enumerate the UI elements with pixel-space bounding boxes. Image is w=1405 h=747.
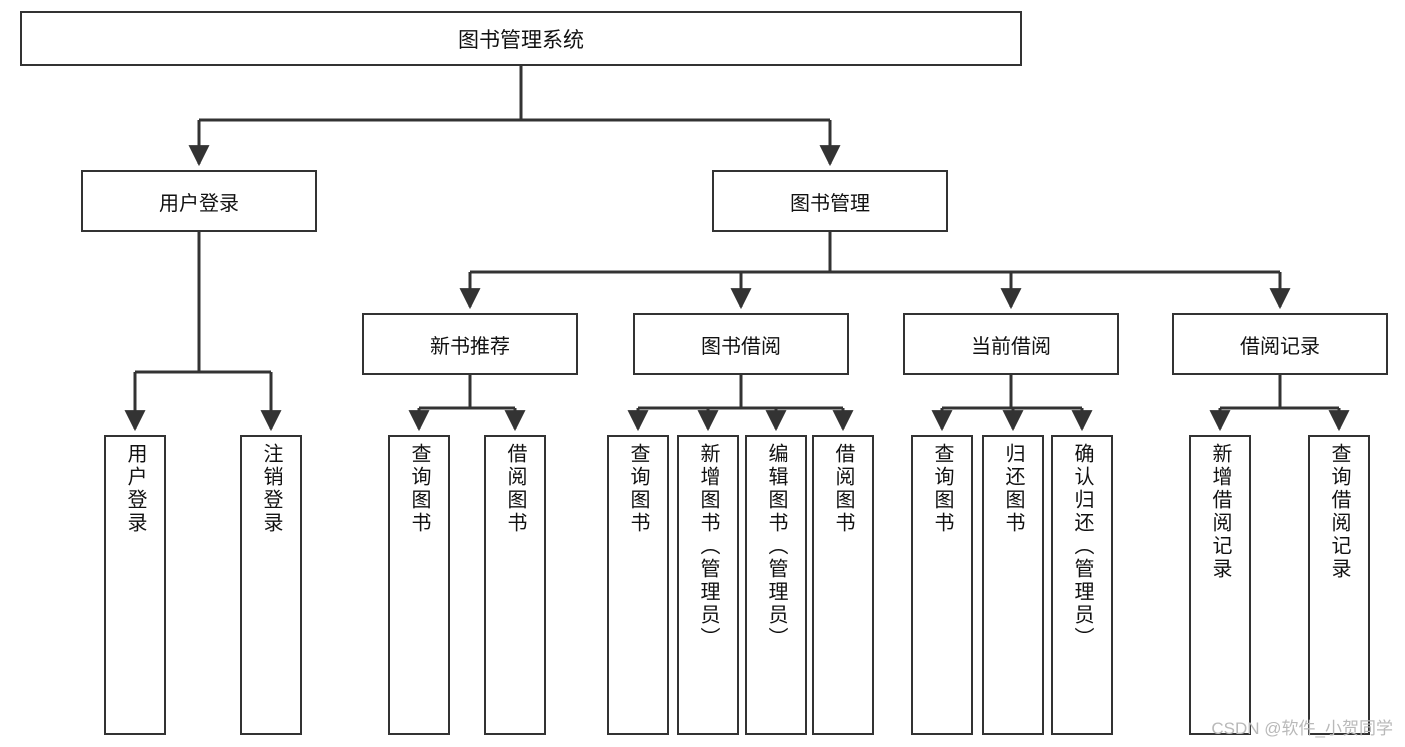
leaf-user-login-label: 用户登录 xyxy=(124,443,146,535)
leaf-bb-query-book[interactable]: 查询图书 xyxy=(607,435,669,735)
node-book-borrow-label: 图书借阅 xyxy=(701,335,781,358)
watermark: CSDN @软件_小贺同学 xyxy=(1211,719,1393,738)
leaf-logout[interactable]: 注销登录 xyxy=(240,435,302,735)
leaf-cb-query-book[interactable]: 查询图书 xyxy=(911,435,973,735)
leaf-br-add-record[interactable]: 新增借阅记录 xyxy=(1189,435,1251,735)
leaf-bb-borrow-book-label: 借阅图书 xyxy=(832,443,854,535)
leaf-bb-borrow-book[interactable]: 借阅图书 xyxy=(812,435,874,735)
node-current-borrow-label: 当前借阅 xyxy=(971,335,1051,358)
leaf-nbr-borrow-book[interactable]: 借阅图书 xyxy=(484,435,546,735)
leaf-bb-query-book-label: 查询图书 xyxy=(627,443,649,535)
node-root[interactable]: 图书管理系统 xyxy=(20,11,1022,66)
leaf-bb-edit-book[interactable]: 编辑图书（管理员） xyxy=(745,435,807,735)
node-new-book-recommend-label: 新书推荐 xyxy=(430,335,510,358)
leaf-bb-add-book-label: 新增图书（管理员） xyxy=(697,443,719,650)
node-borrow-record-label: 借阅记录 xyxy=(1240,335,1320,358)
leaf-cb-confirm-return[interactable]: 确认归还（管理员） xyxy=(1051,435,1113,735)
leaf-user-login[interactable]: 用户登录 xyxy=(104,435,166,735)
node-current-borrow[interactable]: 当前借阅 xyxy=(903,313,1119,375)
leaf-cb-confirm-return-label: 确认归还（管理员） xyxy=(1071,443,1093,650)
leaf-cb-return-book-label: 归还图书 xyxy=(1002,443,1024,535)
leaf-nbr-query-book-label: 查询图书 xyxy=(408,443,430,535)
leaf-cb-query-book-label: 查询图书 xyxy=(931,443,953,535)
node-book-borrow[interactable]: 图书借阅 xyxy=(633,313,849,375)
leaf-bb-add-book[interactable]: 新增图书（管理员） xyxy=(677,435,739,735)
leaf-cb-return-book[interactable]: 归还图书 xyxy=(982,435,1044,735)
leaf-br-query-record-label: 查询借阅记录 xyxy=(1328,443,1350,581)
node-book-management-label: 图书管理 xyxy=(790,192,870,215)
leaf-bb-edit-book-label: 编辑图书（管理员） xyxy=(765,443,787,650)
leaf-nbr-borrow-book-label: 借阅图书 xyxy=(504,443,526,535)
leaf-logout-label: 注销登录 xyxy=(260,443,282,535)
leaf-nbr-query-book[interactable]: 查询图书 xyxy=(388,435,450,735)
node-root-label: 图书管理系统 xyxy=(458,28,584,52)
node-borrow-record[interactable]: 借阅记录 xyxy=(1172,313,1388,375)
node-user-login[interactable]: 用户登录 xyxy=(81,170,317,232)
node-book-management[interactable]: 图书管理 xyxy=(712,170,948,232)
leaf-br-query-record[interactable]: 查询借阅记录 xyxy=(1308,435,1370,735)
node-user-login-label: 用户登录 xyxy=(159,192,239,215)
node-new-book-recommend[interactable]: 新书推荐 xyxy=(362,313,578,375)
leaf-br-add-record-label: 新增借阅记录 xyxy=(1209,443,1231,581)
